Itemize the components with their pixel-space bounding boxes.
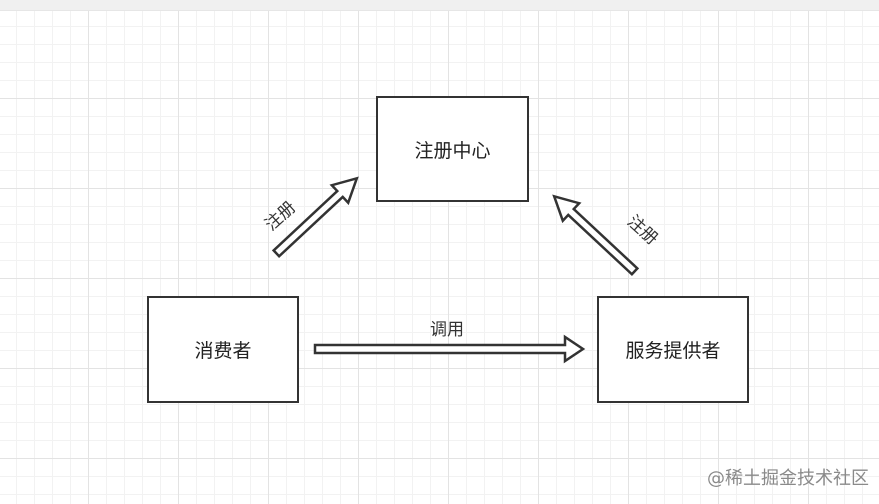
consumer-node-label: 消费者: [194, 340, 252, 362]
provider-node-label: 服务提供者: [625, 340, 721, 362]
consumer-node[interactable]: 消费者: [147, 296, 299, 403]
canvas-top-bar: [0, 0, 879, 11]
edge-label-consumer-provider: 调用: [430, 320, 464, 340]
watermark: @稀土掘金技术社区: [707, 468, 869, 489]
registry-node-label: 注册中心: [414, 139, 491, 162]
arrow-provider-to-registry: [552, 194, 640, 277]
arrow-consumer-to-registry: [271, 176, 359, 259]
arrow-consumer-to-provider: [313, 334, 586, 364]
registry-node[interactable]: 注册中心: [376, 96, 529, 202]
provider-node[interactable]: 服务提供者: [597, 296, 749, 403]
